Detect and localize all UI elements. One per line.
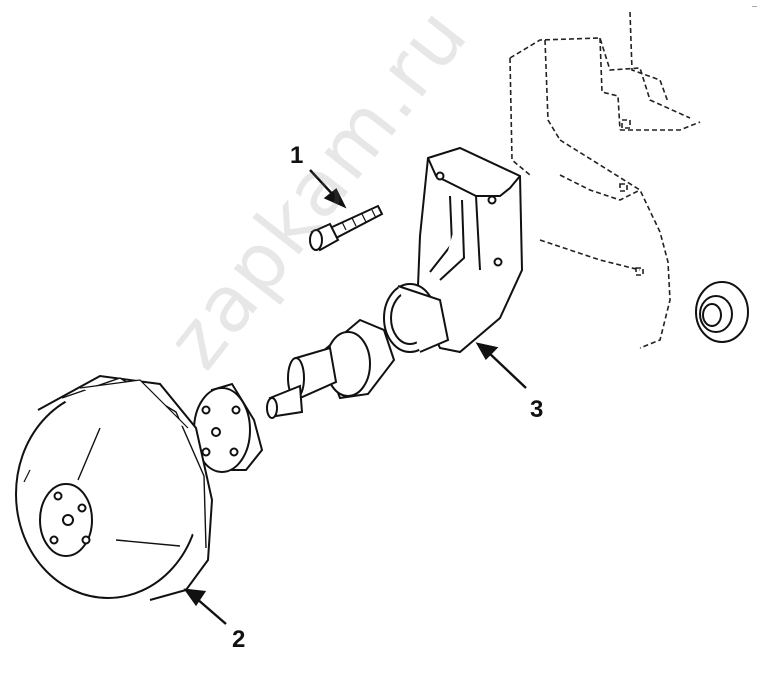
corner-mark: ~: [751, 2, 758, 11]
arrow-callout-3: [487, 351, 527, 389]
callout-label-3: 3: [530, 396, 544, 423]
arrow-head-2: [183, 588, 207, 607]
bolt-part-1: [309, 204, 384, 252]
idler-shaft: [266, 318, 396, 419]
arrow-head-1: [323, 188, 347, 209]
callout-label-1: 1: [290, 142, 304, 169]
leader-arrows: [183, 169, 527, 625]
engine-block-outline: [509, 11, 701, 349]
pulley-hub: [193, 382, 264, 473]
pulley-part-2: [15, 374, 214, 601]
arrow-callout-2: [195, 597, 227, 625]
engine-seal-ring: [695, 281, 749, 343]
callout-label-2: 2: [232, 626, 246, 653]
arrow-head-3: [475, 342, 499, 360]
bracket-housing-part-3: [383, 146, 524, 354]
